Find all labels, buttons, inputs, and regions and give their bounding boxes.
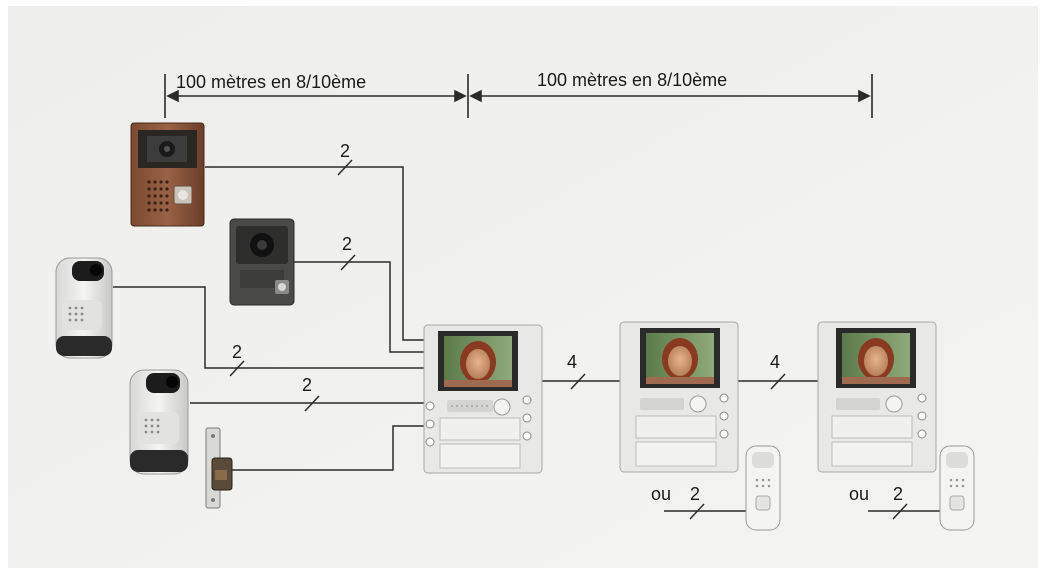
surveillance-camera-icon [55,257,113,359]
wire-count-remote-1: 2 [690,484,700,504]
wire-plate-big [205,166,430,341]
wire-count-link-2-3: 4 [770,352,780,372]
wire-count-camera-bottom: 2 [302,375,312,395]
electric-strike-icon [205,427,233,509]
wire-plate-small [292,261,430,353]
distance-label-left: 100 mètres en 8/10ème [176,72,366,92]
compact-door-camera-icon [229,218,295,306]
or-label-1: ou [651,484,671,504]
wire-count-remote-2: 2 [893,484,903,504]
wire-camera-top [113,286,430,369]
door-intercom-plate-icon [130,122,205,227]
handset-remote-icon [939,445,975,531]
surveillance-camera-icon [129,369,189,475]
video-monitor-icon [817,321,937,473]
video-monitor-icon [423,324,543,474]
distance-marker-right [469,74,873,118]
wire-count-plate-big: 2 [340,141,350,161]
wire-count-link-1-2: 4 [567,352,577,372]
wire-strike [228,425,430,471]
or-label-2: ou [849,484,869,504]
wire-count-plate-small: 2 [342,234,352,254]
wiring [113,159,942,520]
video-monitor-icon [619,321,739,473]
handset-remote-icon [745,445,781,531]
distance-label-right: 100 mètres en 8/10ème [537,70,727,90]
wire-count-camera-top: 2 [232,342,242,362]
distance-marker-left [164,74,469,118]
